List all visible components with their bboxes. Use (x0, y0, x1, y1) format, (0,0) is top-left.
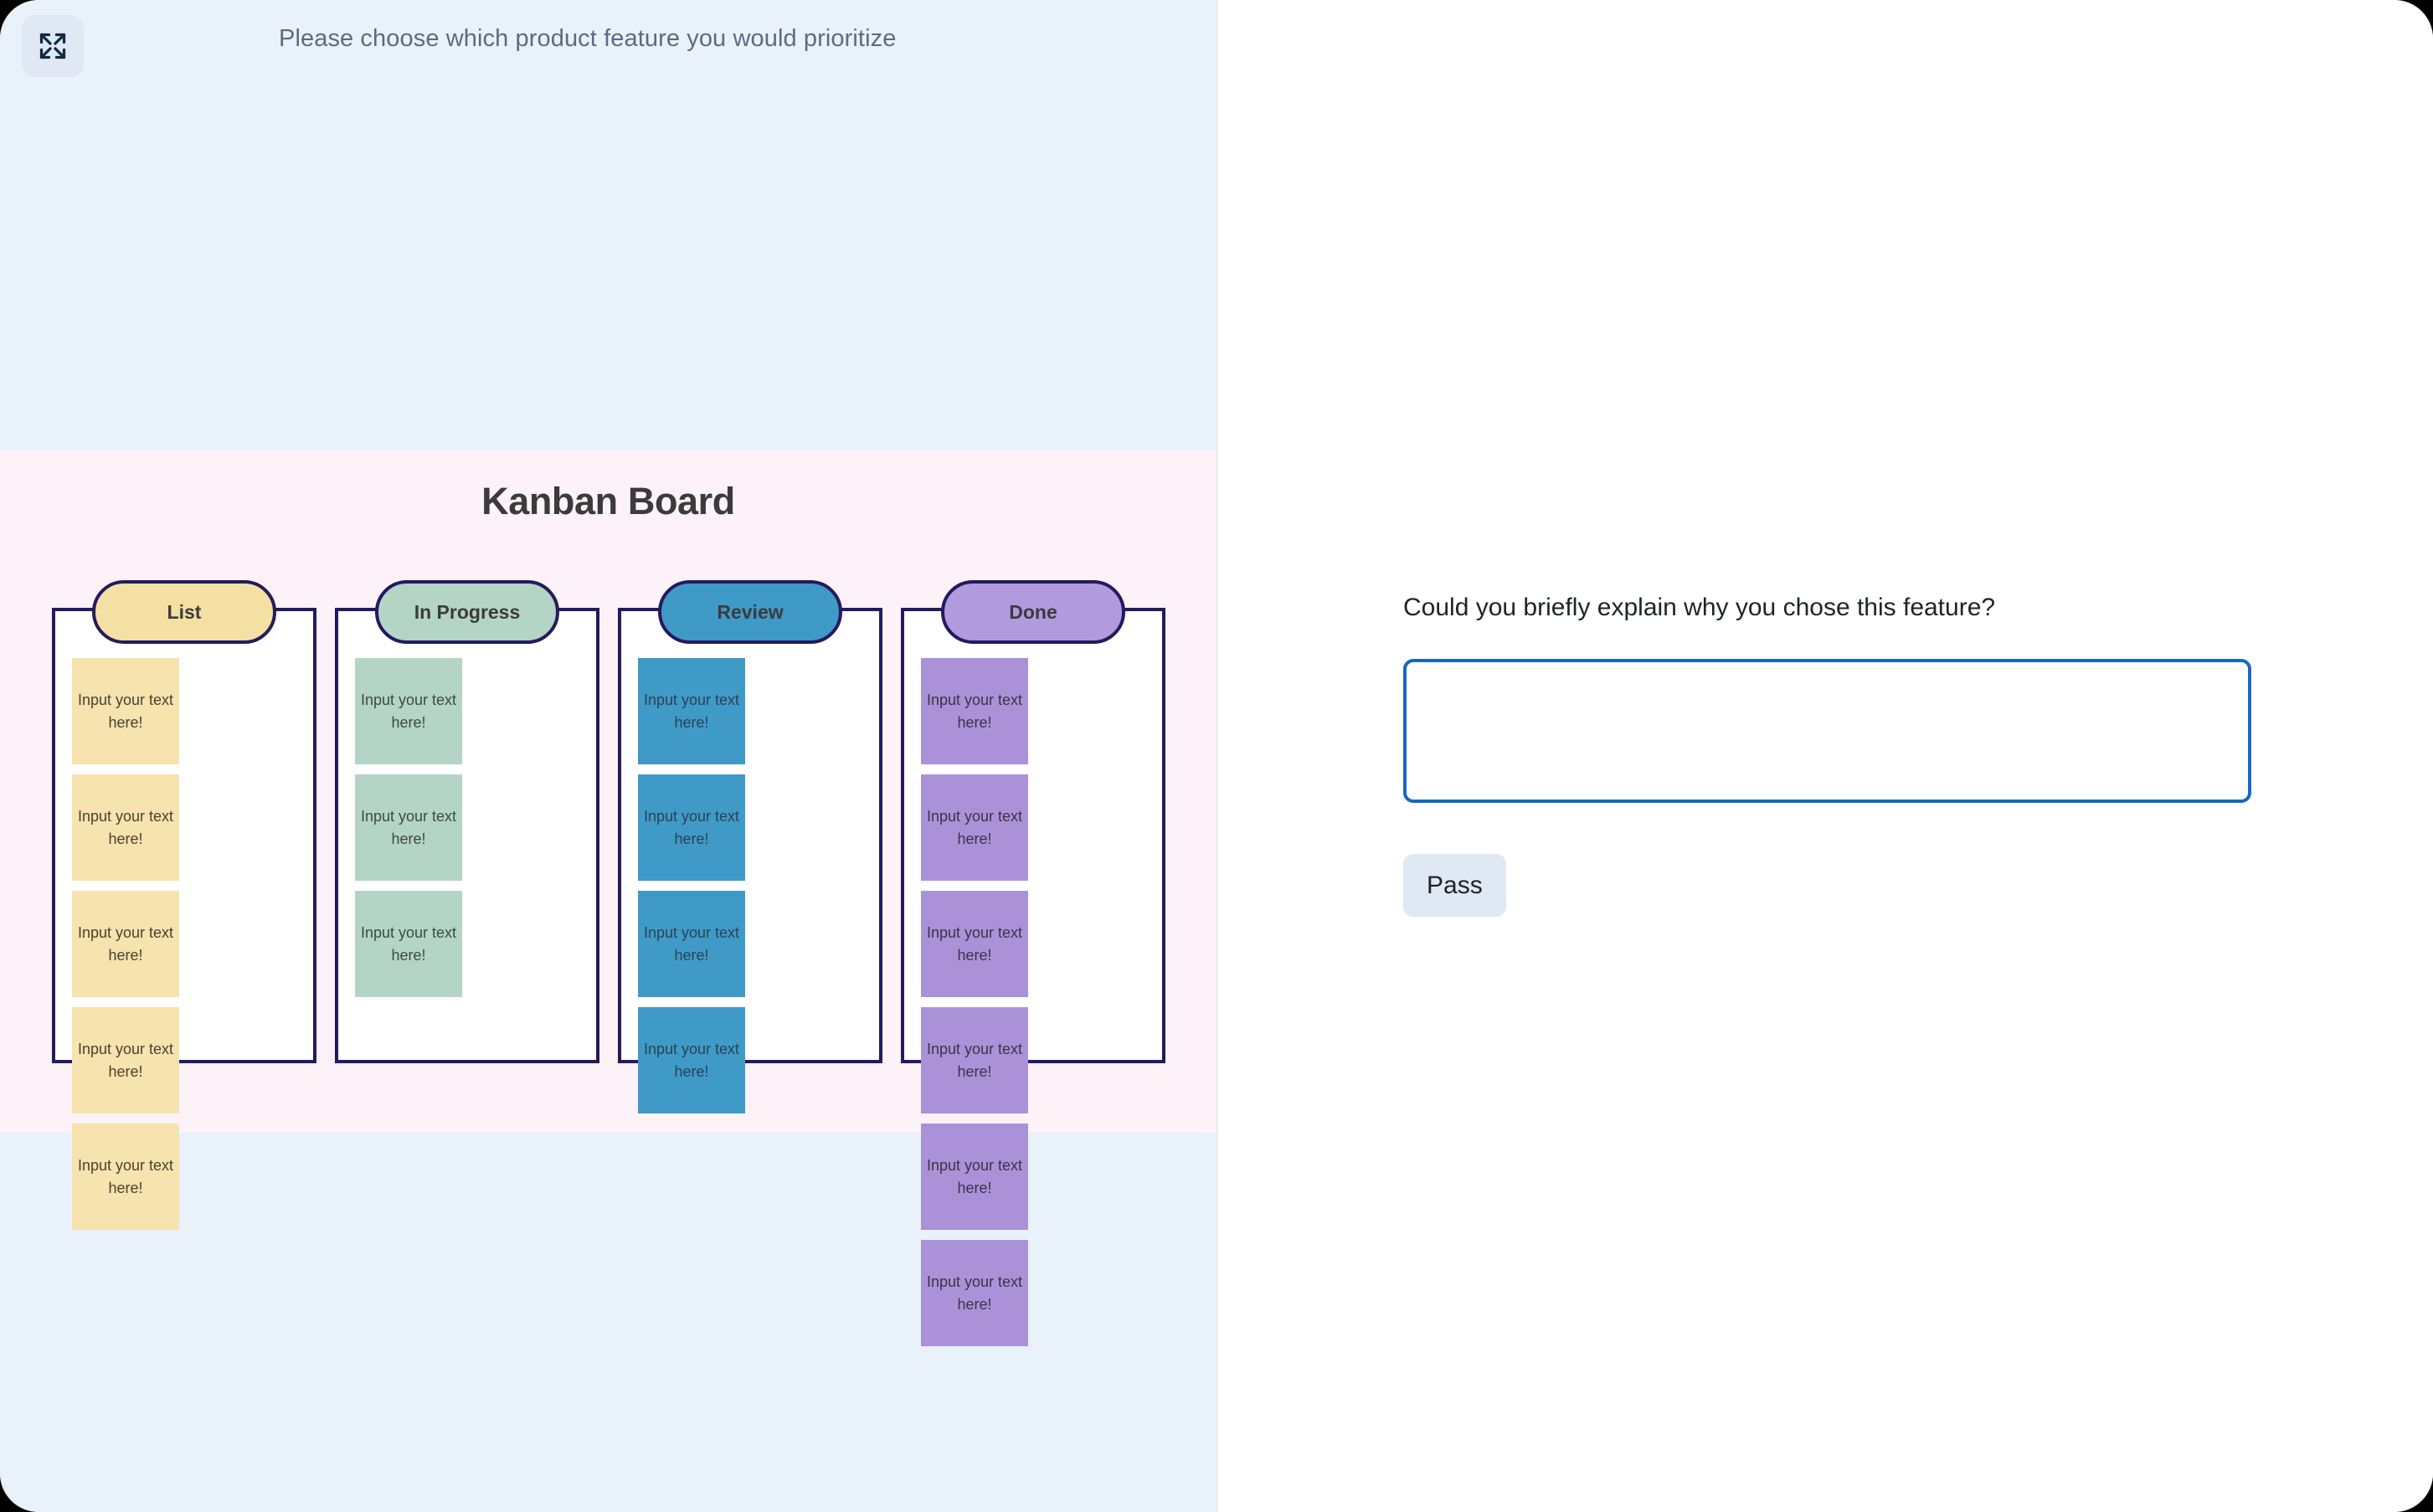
expand-arrows-glyph (39, 33, 66, 59)
column-header-review[interactable]: Review (658, 580, 842, 644)
card-stack-review: Input your text here! Input your text he… (638, 658, 862, 1113)
kanban-column-done[interactable]: Done Input your text here! Input your te… (901, 580, 1165, 1346)
card-stack-done: Input your text here! Input your text he… (921, 658, 1145, 1346)
explanation-input[interactable] (1403, 659, 2251, 803)
kanban-board-title: Kanban Board (481, 480, 735, 522)
kanban-column-in-progress[interactable]: In Progress Input your text here! Input … (335, 580, 599, 1063)
kanban-card[interactable]: Input your text here! (921, 774, 1028, 881)
kanban-card[interactable]: Input your text here! (638, 774, 745, 881)
kanban-card[interactable]: Input your text here! (72, 1007, 179, 1113)
canvas-prompt-text: Please choose which product feature you … (279, 25, 897, 52)
kanban-card[interactable]: Input your text here! (921, 1124, 1028, 1230)
kanban-card[interactable]: Input your text here! (72, 658, 179, 764)
kanban-card[interactable]: Input your text here! (921, 1007, 1028, 1113)
followup-question-text: Could you briefly explain why you chose … (1403, 594, 1996, 621)
kanban-card[interactable]: Input your text here! (638, 658, 745, 764)
kanban-column-list[interactable]: List Input your text here! Input your te… (52, 580, 316, 1230)
kanban-column-review[interactable]: Review Input your text here! Input your … (618, 580, 882, 1113)
card-stack-in-progress: Input your text here! Input your text he… (355, 658, 579, 997)
column-header-in-progress[interactable]: In Progress (375, 580, 559, 644)
kanban-card[interactable]: Input your text here! (921, 891, 1028, 997)
kanban-card[interactable]: Input your text here! (72, 1124, 179, 1230)
kanban-card[interactable]: Input your text here! (921, 1240, 1028, 1346)
artifact-canvas-pane: Please choose which product feature you … (0, 0, 1216, 1512)
card-stack-list: Input your text here! Input your text he… (72, 658, 296, 1230)
kanban-card[interactable]: Input your text here! (72, 774, 179, 881)
kanban-card[interactable]: Input your text here! (72, 891, 179, 997)
kanban-card[interactable]: Input your text here! (638, 891, 745, 997)
kanban-card[interactable]: Input your text here! (355, 891, 462, 997)
kanban-card[interactable]: Input your text here! (638, 1007, 745, 1113)
kanban-card[interactable]: Input your text here! (355, 658, 462, 764)
expand-fullscreen-icon[interactable] (22, 15, 84, 77)
kanban-card[interactable]: Input your text here! (355, 774, 462, 881)
pass-button[interactable]: Pass (1403, 854, 1506, 917)
kanban-card[interactable]: Input your text here! (921, 658, 1028, 764)
kanban-columns: List Input your text here! Input your te… (52, 578, 1165, 1346)
column-header-list[interactable]: List (92, 580, 276, 644)
column-header-done[interactable]: Done (941, 580, 1125, 644)
conversation-pane: Could you briefly explain why you chose … (1216, 0, 2433, 1512)
